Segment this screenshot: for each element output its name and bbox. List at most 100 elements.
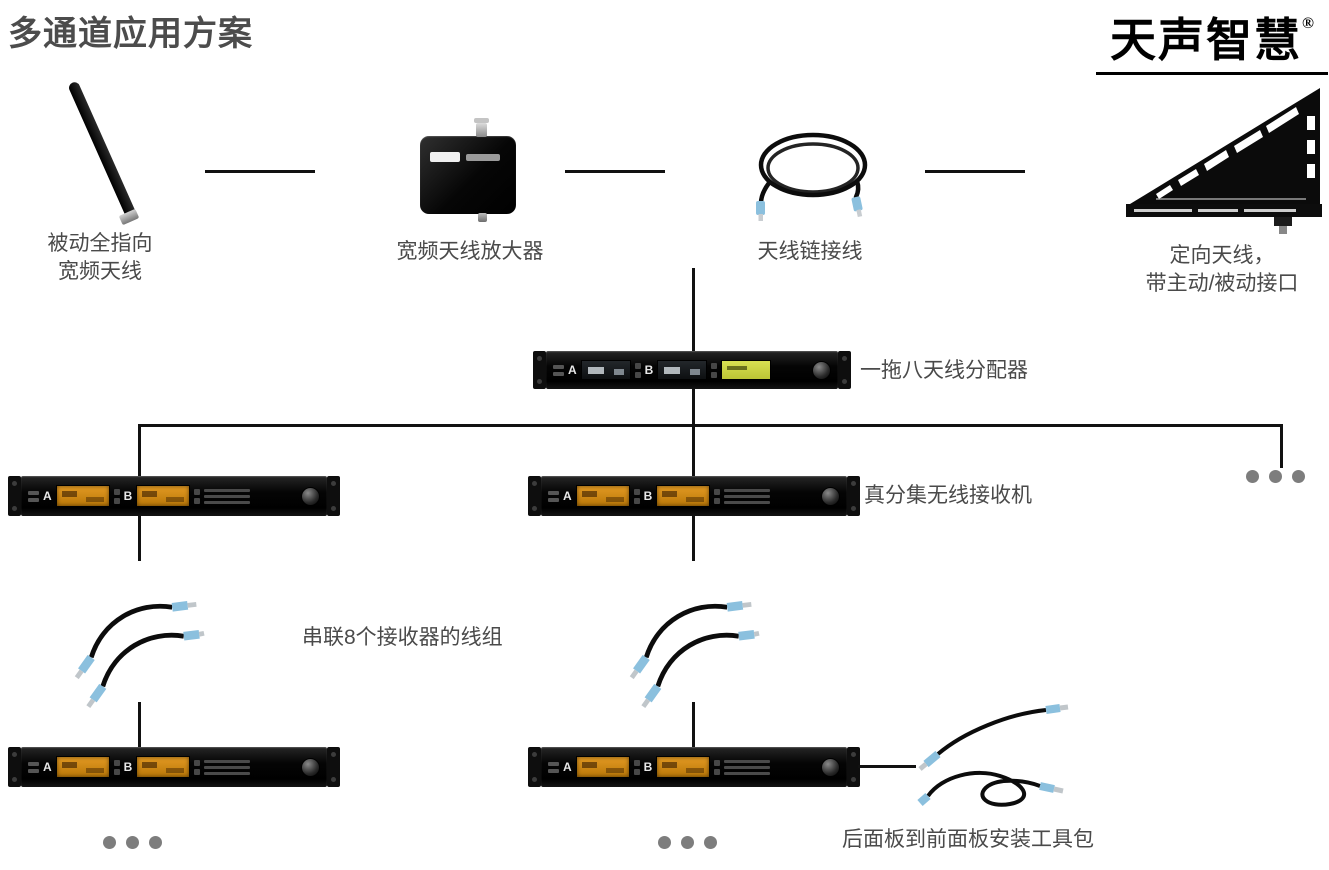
connector-line <box>138 702 141 747</box>
whip-antenna-graphic <box>67 80 138 221</box>
channel-b-label: B <box>123 760 133 774</box>
connector-line <box>138 516 141 561</box>
rack-ear <box>847 476 860 516</box>
receiver-rack-bottom-center: A B <box>528 747 860 787</box>
connector-line <box>692 389 695 426</box>
channel-a-buttons <box>634 362 641 378</box>
channel-b-buttons <box>714 488 721 504</box>
receiver-unit: A B <box>528 476 860 516</box>
power-cluster <box>548 761 559 773</box>
power-knob <box>812 360 831 380</box>
channel-b-display <box>136 485 191 507</box>
power-knob <box>821 757 840 777</box>
power-knob <box>821 486 840 506</box>
bnc-connector-icon <box>474 118 489 137</box>
daisy-chain-cables-graphic <box>74 601 205 709</box>
power-knob <box>301 757 320 777</box>
brand-logo: 天声智慧® <box>1096 4 1328 75</box>
connector-line <box>138 424 141 477</box>
antenna-distributor: A B <box>533 351 851 389</box>
channel-a-label: A <box>43 760 52 774</box>
receiver-unit: A B <box>528 747 860 787</box>
power-cluster <box>28 490 39 502</box>
receiver-unit: A B <box>8 476 340 516</box>
registered-mark: ® <box>1302 15 1314 32</box>
more-devices-dots <box>103 836 162 849</box>
receiver-front-panel: A B <box>541 476 847 516</box>
receiver-label: 真分集无线接收机 <box>864 484 1032 507</box>
channel-b-buttons <box>714 759 721 775</box>
connector-line <box>692 268 695 353</box>
panel-print <box>204 488 251 504</box>
toolkit-cables-graphic <box>917 704 1069 807</box>
channel-b-display <box>136 756 191 778</box>
channel-b-label: B <box>643 489 653 503</box>
whip-antenna-base <box>118 208 140 226</box>
bnc-connector-icon <box>478 213 487 222</box>
receiver-front-panel: A B <box>21 747 327 787</box>
channel-b-label: B <box>644 363 654 377</box>
rack-ear <box>838 351 851 389</box>
receiver-front-panel: A B <box>21 476 327 516</box>
channel-b-label: B <box>643 760 653 774</box>
rack-ear <box>847 747 860 787</box>
daisy-chain-cables-graphic <box>629 601 760 709</box>
channel-b-display <box>657 360 708 380</box>
channel-b-buttons <box>711 362 718 378</box>
distributor-label: 一拖八天线分配器 <box>860 359 1028 382</box>
channel-b-display <box>656 485 711 507</box>
channel-a-label: A <box>563 760 572 774</box>
connector-line <box>692 424 695 477</box>
panel-print <box>204 759 251 775</box>
amplifier-label: 宽频天线放大器 <box>396 240 544 263</box>
rack-ear <box>8 476 21 516</box>
power-knob <box>301 486 320 506</box>
panel-print <box>724 759 771 775</box>
channel-b-label: B <box>123 489 133 503</box>
toolkit-label: 后面板到前面板安装工具包 <box>842 828 1094 851</box>
antenna-distributor-unit: A B <box>533 351 851 389</box>
page-title: 多通道应用方案 <box>8 15 253 53</box>
channel-a-display <box>575 485 630 507</box>
channel-b-display <box>656 756 711 778</box>
channel-a-buttons <box>113 488 120 504</box>
chain-cables-label: 串联8个接收器的线组 <box>302 626 503 649</box>
connector-line <box>858 765 916 768</box>
receiver-unit: A B <box>8 747 340 787</box>
connector-line <box>1280 424 1283 468</box>
link-cable-graphic <box>756 132 868 221</box>
channel-a-display <box>55 485 110 507</box>
channel-a-buttons <box>113 759 120 775</box>
amplifier-logo <box>430 152 460 162</box>
connector-line <box>925 170 1025 173</box>
distributor-front-panel: A B <box>546 351 838 389</box>
whip-antenna-label: 被动全指向 宽频天线 <box>47 232 153 283</box>
directional-antenna-graphic <box>1126 88 1322 234</box>
amplifier-graphic <box>420 118 516 222</box>
channel-a-label: A <box>43 489 52 503</box>
connector-line <box>565 170 665 173</box>
rack-ear <box>533 351 546 389</box>
power-cluster <box>548 490 559 502</box>
channel-b-buttons <box>194 488 201 504</box>
channel-a-display <box>575 756 630 778</box>
channel-b-buttons <box>194 759 201 775</box>
rack-ear <box>327 476 340 516</box>
channel-a-label: A <box>568 363 577 377</box>
connector-line <box>205 170 315 173</box>
receiver-rack-top-left: A B <box>8 476 340 516</box>
channel-a-display <box>580 360 631 380</box>
channel-a-buttons <box>633 488 640 504</box>
channel-a-buttons <box>633 759 640 775</box>
bnc-connector-icon <box>851 196 863 218</box>
more-devices-dots <box>658 836 717 849</box>
channel-a-label: A <box>563 489 572 503</box>
receiver-front-panel: A B <box>541 747 847 787</box>
rack-ear <box>528 476 541 516</box>
receiver-rack-bottom-left: A B <box>8 747 340 787</box>
rack-ear <box>327 747 340 787</box>
bnc-connector-icon <box>756 201 765 221</box>
status-display <box>721 360 772 380</box>
rack-ear <box>8 747 21 787</box>
